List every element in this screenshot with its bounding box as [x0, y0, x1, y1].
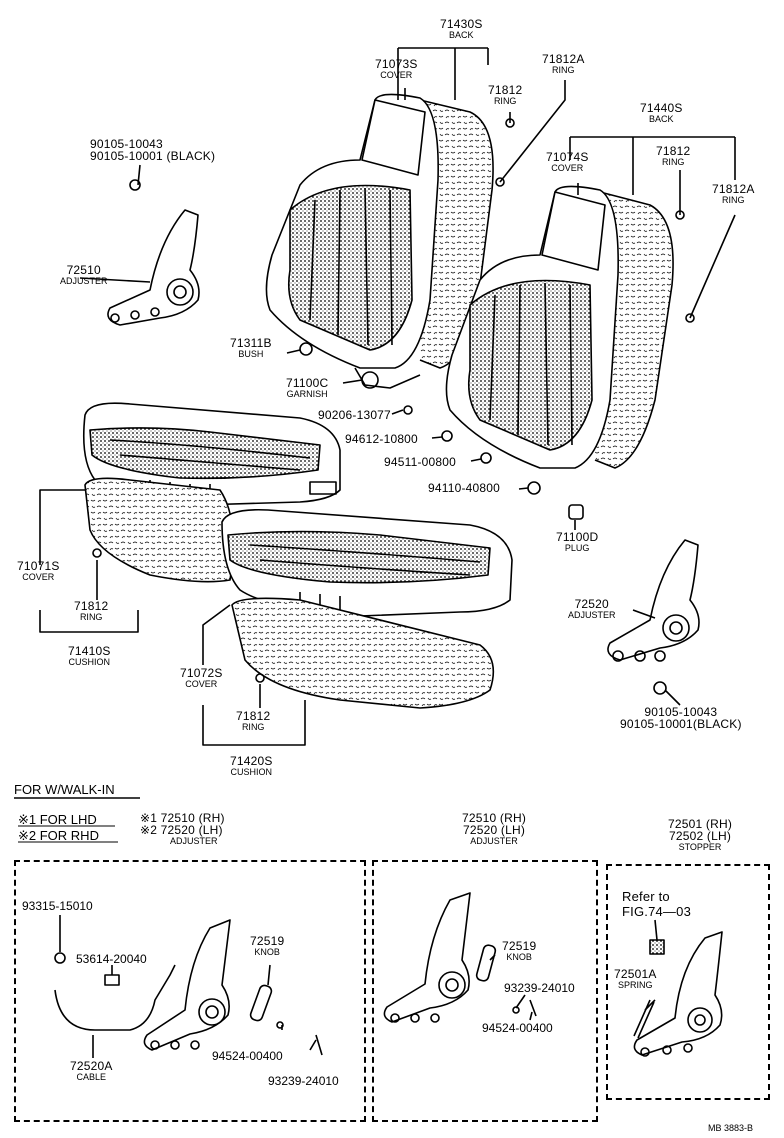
- walkin-box-3: [606, 864, 770, 1100]
- cushion-cover-left: [82, 402, 341, 506]
- label-93239-b: 93239-24010: [504, 981, 575, 995]
- walkin-adjuster-2-drawing: [383, 892, 537, 1023]
- walkin-stopper-drawing: [633, 931, 723, 1057]
- cushion-cover-right: [221, 508, 513, 617]
- walkin-box-2: [372, 860, 598, 1122]
- walkin-box2-header: 72510 (RH) 72520 (LH) ADJUSTER: [462, 811, 527, 846]
- walkin-title: FOR W/WALK-IN: [14, 782, 115, 797]
- label-94110: 94110-40800: [428, 481, 501, 495]
- label-94511: 94511-00800: [384, 455, 457, 469]
- label-93315: 93315-15010: [22, 899, 93, 913]
- cushion-pad-left: [84, 477, 235, 583]
- seat-back-right: [445, 185, 674, 469]
- footer-code: MB 3883-B: [708, 1123, 754, 1133]
- label-93239-a: 93239-24010: [268, 1074, 339, 1088]
- label-94612: 94612-10800: [345, 432, 418, 446]
- label-53614: 53614-20040: [76, 952, 147, 966]
- label-94524-a: 94524-00400: [212, 1049, 283, 1063]
- adjuster-right-drawing: [607, 539, 700, 662]
- walkin-box1-header: ※1 72510 (RH) ※2 72520 (LH) ADJUSTER: [140, 811, 225, 846]
- label-94524-b: 94524-00400: [482, 1021, 553, 1035]
- walkin-box3-header: 72501 (RH) 72502 (LH) STOPPER: [668, 817, 733, 852]
- seat-back-left: [265, 93, 494, 389]
- cushion-pad-right: [231, 597, 495, 709]
- label-90206: 90206-13077: [318, 408, 391, 422]
- walkin-note-lhd: ※1 FOR LHD: [18, 812, 97, 827]
- adjuster-left-drawing: [107, 209, 200, 326]
- walkin-box-1: [14, 860, 366, 1122]
- walkin-adjuster-1-drawing: [54, 919, 323, 1056]
- walkin-note-rhd: ※2 FOR RHD: [18, 828, 99, 843]
